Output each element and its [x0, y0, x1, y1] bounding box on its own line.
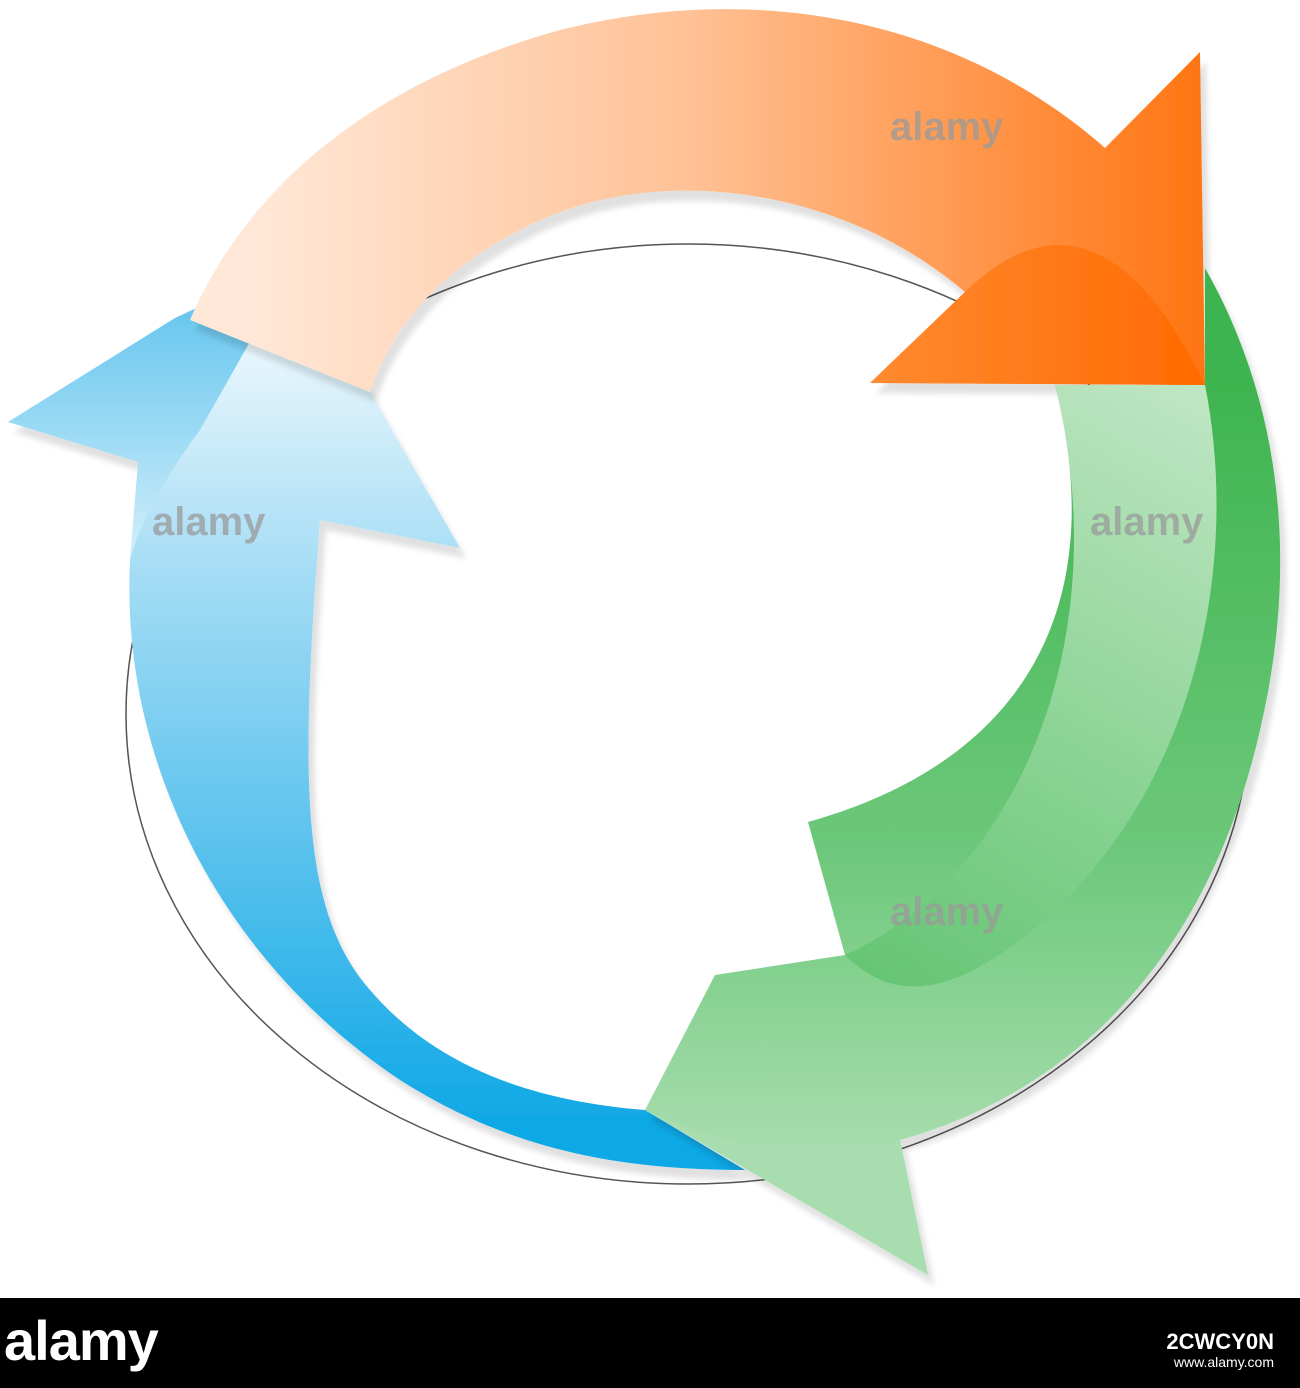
watermark-text: alamy: [890, 105, 1004, 149]
watermark-text: alamy: [152, 500, 266, 544]
green-arrow-head-tail: [645, 1110, 928, 1275]
blue-arrow-body: [129, 262, 746, 1170]
cycle-diagram: alamy alamy alamy alamy: [8, 9, 1281, 1275]
orange-arrow-head: [870, 245, 1205, 385]
orange-arrow: [190, 9, 1205, 393]
green-arrow: [645, 268, 1281, 1275]
watermark-text: alamy: [890, 890, 1004, 934]
image-id: 2CWCY0N: [1166, 1329, 1274, 1354]
orange-arrow-body: [190, 9, 1205, 393]
cycle-diagram-canvas: alamy alamy alamy alamy: [8, 9, 1281, 1275]
footer-url[interactable]: www.alamy.com: [1173, 1354, 1274, 1370]
green-arrow-inner-highlight: [845, 385, 1217, 987]
watermark-text: alamy: [1090, 500, 1204, 544]
blue-arrow-head: [8, 262, 295, 560]
watermark-layer: alamy alamy alamy alamy: [152, 105, 1204, 934]
footer-bar: [0, 1298, 1300, 1388]
footer-logo[interactable]: alamy: [4, 1309, 159, 1372]
blue-arrow: [8, 262, 746, 1170]
